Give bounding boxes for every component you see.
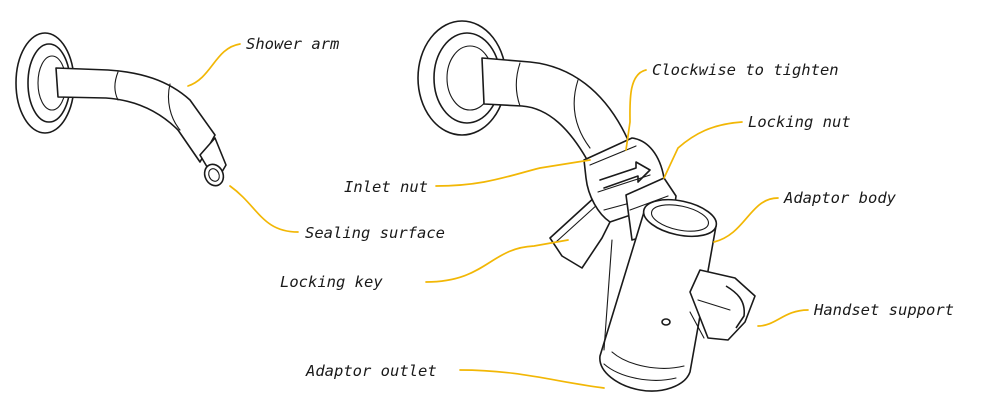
handset-support-shape: [689, 269, 756, 341]
labels: Shower arm Sealing surface Clockwise to …: [246, 35, 954, 380]
tighten-arrow-icon: [599, 161, 651, 189]
label-sealing-surface: Sealing surface: [305, 224, 445, 242]
label-locking-nut: Locking nut: [748, 113, 851, 131]
left-shower-arm-drawing: [15, 32, 227, 187]
label-handset-support: Handset support: [813, 301, 954, 319]
label-adaptor-body: Adaptor body: [783, 189, 897, 207]
leader-handset-support: [757, 309, 809, 327]
label-clockwise-to-tighten: Clockwise to tighten: [652, 61, 839, 79]
leader-adaptor-outlet: [459, 369, 605, 389]
left-arm-tube: [55, 67, 216, 163]
right-wall-flange: [417, 20, 507, 136]
leader-locking-nut: [663, 121, 743, 179]
leader-lines: [187, 43, 809, 389]
left-sealing-surface: [203, 163, 225, 187]
label-adaptor-outlet: Adaptor outlet: [305, 362, 437, 380]
leader-shower-arm: [187, 43, 241, 87]
label-shower-arm: Shower arm: [246, 35, 339, 53]
leader-inlet-nut: [435, 159, 591, 187]
leader-sealing-surface: [229, 185, 299, 233]
adaptor-body-shape: [599, 198, 718, 392]
label-locking-key: Locking key: [280, 273, 383, 291]
right-arm-tube: [481, 57, 629, 166]
leader-locking-key: [425, 239, 569, 283]
leader-clockwise: [625, 69, 647, 151]
label-inlet-nut: Inlet nut: [344, 178, 428, 196]
leader-adaptor-body: [713, 197, 779, 243]
right-assembly-drawing: [417, 20, 756, 392]
